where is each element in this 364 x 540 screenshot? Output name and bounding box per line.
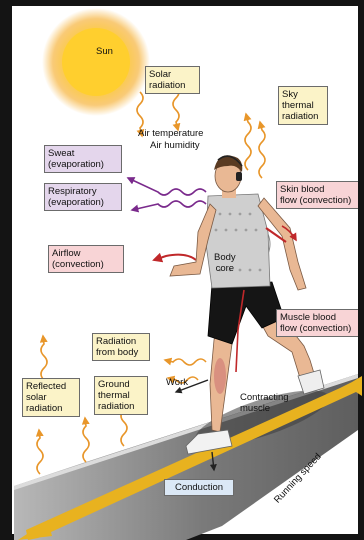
ground-thermal-radiation-label: Ground thermal radiation [94,376,148,415]
sun-label: Sun [96,46,113,57]
sun-disc [62,28,130,96]
radiation-from-body-label: Radiation from body [92,333,150,361]
contracting-muscle-label: Contracting muscle [240,392,289,414]
body-core-label: Body core [214,252,236,274]
conduction-label: Conduction [164,479,234,496]
sweat-evaporation-label: Sweat (evaporation) [44,145,122,173]
air-temperature-label: Air temperature [138,128,203,139]
muscle-blood-flow-label: Muscle blood flow (convection) [276,309,358,337]
sky-thermal-radiation-label: Sky thermal radiation [278,86,328,125]
work-label: Work [166,377,188,388]
air-humidity-label: Air humidity [150,140,200,151]
reflected-solar-radiation-label: Reflected solar radiation [22,378,80,417]
skin-blood-flow-label: Skin blood flow (convection) [276,181,358,209]
airflow-convection-label: Airflow (convection) [48,245,124,273]
solar-radiation-label: Solar radiation [145,66,200,94]
respiratory-evaporation-label: Respiratory (evaporation) [44,183,122,211]
